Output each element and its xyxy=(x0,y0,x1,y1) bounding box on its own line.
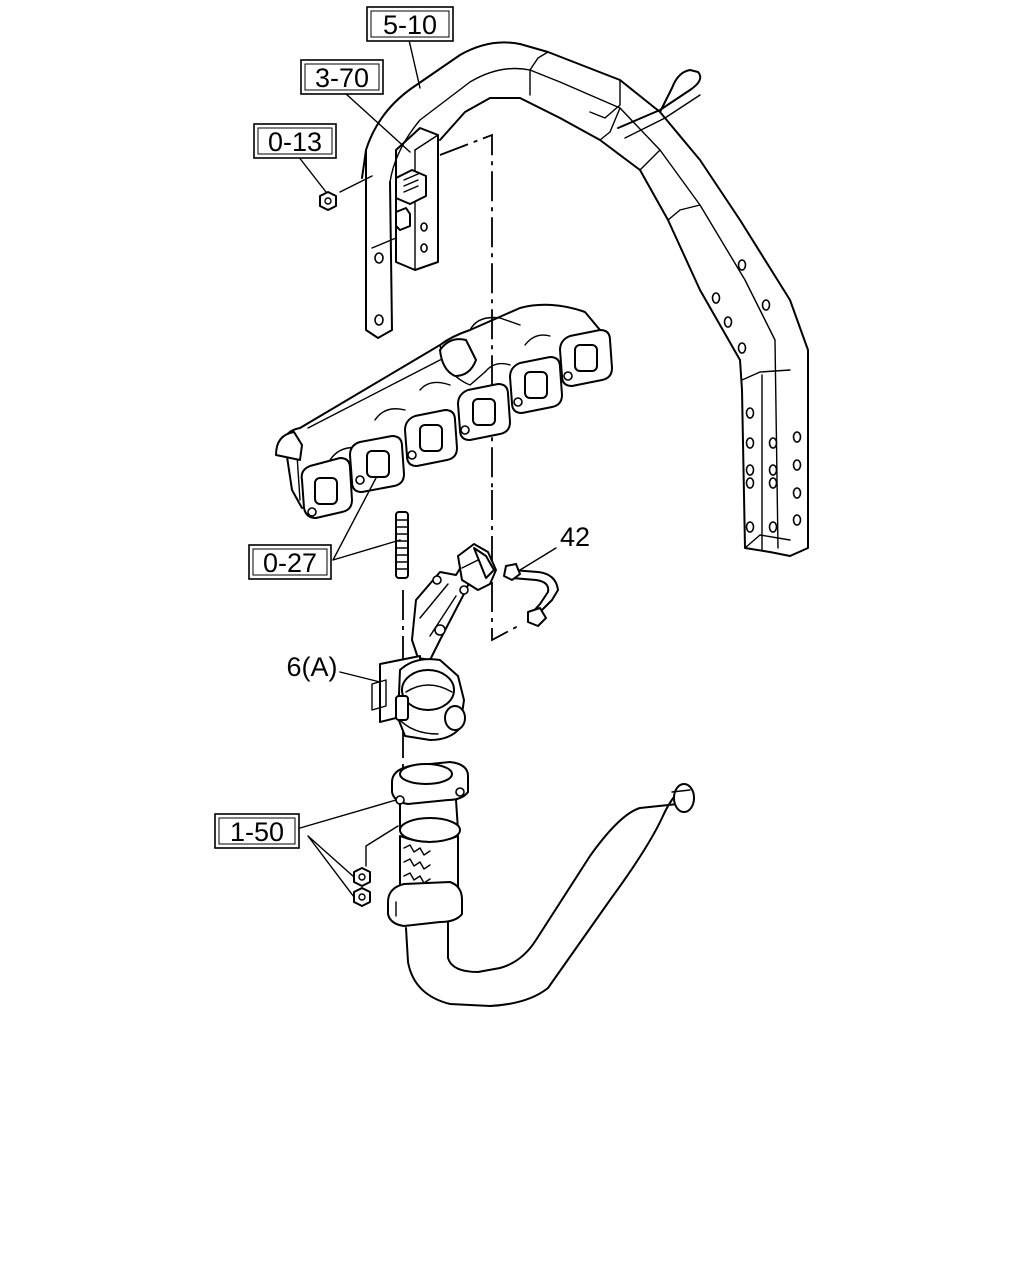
stud-bolt xyxy=(395,511,409,579)
label-42-text: 42 xyxy=(560,522,590,552)
label-0-27-text: 0-27 xyxy=(263,548,317,578)
exhaust-pipe xyxy=(387,761,695,1007)
label-1-50-text: 1-50 xyxy=(230,817,284,847)
label-3-70-text: 3-70 xyxy=(315,63,369,93)
nut-0-13 xyxy=(319,175,373,211)
label-5-10-text: 5-10 xyxy=(383,10,437,40)
nuts-1-50 xyxy=(353,825,399,907)
exhaust-brake-valve xyxy=(371,543,497,741)
exhaust-manifold xyxy=(275,303,613,519)
bracket xyxy=(371,127,439,271)
label-0-13: 0-13 xyxy=(253,123,337,159)
label-0-27: 0-27 xyxy=(248,544,332,580)
label-1-50: 1-50 xyxy=(214,813,300,849)
label-6a-text: 6(A) xyxy=(286,652,337,682)
leader-lines xyxy=(297,39,557,898)
label-5-10: 5-10 xyxy=(366,6,454,42)
label-42: 42 xyxy=(560,522,590,552)
label-0-13-text: 0-13 xyxy=(268,127,322,157)
label-6a: 6(A) xyxy=(286,652,337,682)
heat-shield-frame xyxy=(361,41,809,557)
pipe-42 xyxy=(503,563,559,627)
label-3-70: 3-70 xyxy=(300,59,384,95)
